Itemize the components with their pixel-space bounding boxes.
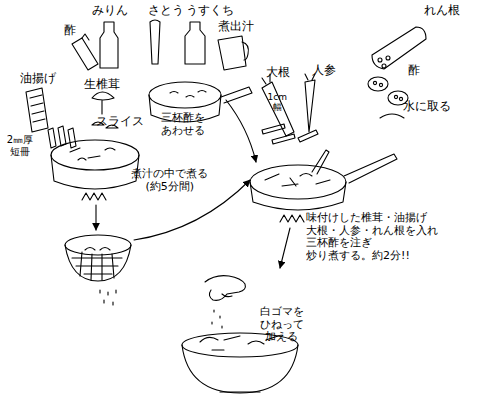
lotus-root-part — [372, 27, 426, 69]
annotation-label: 人参 — [312, 64, 336, 78]
frying-pan-part — [344, 154, 397, 183]
simmer-pot-part — [70, 148, 115, 160]
annotation-label: 酢 — [408, 64, 420, 78]
lotus-root-part — [386, 56, 390, 60]
lotus-root-part — [373, 81, 376, 84]
small-pot-part — [221, 87, 252, 103]
strainer-part — [100, 290, 116, 305]
seasoning-bottles-part — [185, 22, 205, 64]
recipe-illustration-part — [26, 20, 426, 393]
simmer-pot-part — [82, 193, 106, 200]
serving-bowl-part — [220, 391, 260, 392]
annotation-label: うすくち — [186, 4, 234, 18]
annotation-label: 酢 — [64, 24, 76, 38]
seasoning-bottles-part — [100, 22, 118, 68]
frying-pan-part — [280, 215, 304, 222]
hand-sesame-part — [222, 294, 232, 297]
simmer-pot — [51, 140, 139, 200]
annotation-label: 1cm 幅 — [262, 92, 293, 113]
seasoning-bottles-part — [72, 38, 98, 70]
small-pot-part — [149, 82, 221, 108]
strainer-part — [65, 235, 131, 255]
annotation-label: 白ゴマを ひねって 加える — [252, 306, 311, 344]
annotation-label: 煮出汁 — [218, 20, 254, 34]
daikon-carrot — [262, 74, 318, 144]
strainer-part — [65, 245, 131, 281]
seasoning-bottles-part — [150, 20, 160, 64]
lotus-root-part — [379, 83, 382, 86]
tofu-mushroom-part — [26, 88, 48, 132]
annotation-label: 水に取る — [403, 100, 451, 114]
annotation-label: 生椎茸 — [84, 78, 120, 92]
tofu-mushroom-part — [92, 92, 114, 114]
lotus-root-part — [380, 114, 404, 118]
hand-sesame — [205, 276, 245, 328]
lotus-root-part — [399, 97, 402, 100]
daikon-carrot-part — [305, 80, 315, 132]
simmer-pot-part — [51, 140, 139, 170]
annotation-label: 煮汁の中で煮る (約5分間) — [128, 168, 212, 193]
flow-arrows-part — [226, 100, 256, 162]
frying-pan-part — [250, 165, 346, 199]
hand-sesame-part — [205, 276, 245, 301]
hand-sesame-part — [212, 310, 222, 328]
annotation-label: みりん — [92, 4, 128, 18]
annotation-label: 2㎜厚 短冊 — [4, 134, 36, 157]
lotus-root-part — [368, 77, 388, 91]
flow-arrows — [96, 100, 290, 268]
annotation-label: れん根 — [424, 4, 460, 18]
daikon-carrot-part — [262, 82, 294, 136]
flow-arrows-part — [95, 205, 96, 230]
daikon-carrot-part — [262, 124, 318, 144]
frying-pan-part — [250, 182, 346, 210]
annotation-label: さとう — [148, 4, 184, 18]
annotation-label: 油揚げ — [20, 72, 56, 86]
annotation-label: 三杯酢を あわせる — [154, 112, 211, 137]
small-pot-part — [170, 91, 206, 98]
serving-bowl-part — [182, 345, 298, 393]
seasoning-bottles-part — [218, 36, 246, 70]
lotus-root-part — [394, 95, 397, 98]
seasoning-bottles-part — [242, 42, 248, 60]
frying-pan-part — [312, 150, 329, 174]
annotation-label: 大根 — [266, 66, 290, 80]
simmer-pot-part — [51, 155, 139, 189]
lotus-root-part — [378, 58, 382, 62]
strainer-part — [72, 252, 122, 280]
tofu-mushroom-part — [30, 95, 45, 122]
seasoning-bottles-part — [82, 34, 89, 40]
flow-arrows-part — [280, 228, 290, 268]
annotation-label: スライス — [96, 115, 144, 129]
lotus-root-part — [382, 64, 386, 68]
strainer-part — [85, 248, 110, 251]
frying-pan-part — [265, 174, 330, 187]
strainer — [65, 235, 131, 305]
annotation-label: 味付けした椎茸・油揚げ 大根・人参・れん根を入れ 三杯酢を注ぎ 炒り煮する。約2… — [306, 212, 445, 263]
